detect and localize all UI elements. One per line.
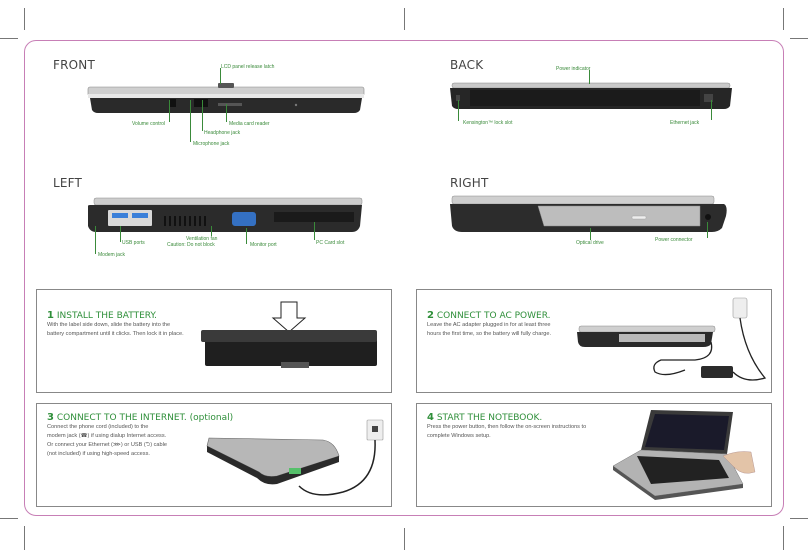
leader-line (220, 68, 221, 84)
page-frame (24, 40, 784, 516)
laptop-left-view (88, 197, 363, 232)
ventilation-caution-label: Caution: Do not block (167, 242, 215, 248)
crop-mark (404, 528, 405, 550)
crop-mark (404, 8, 405, 30)
battery-illustration (201, 301, 377, 368)
leader-line (120, 226, 121, 242)
step-4-text: Press the power button, then follow the … (427, 424, 587, 439)
crop-mark (0, 38, 18, 39)
step-3-title: 3 CONNECT TO THE INTERNET. (optional) (47, 412, 234, 423)
optical-drive-label: Optical drive (576, 240, 604, 246)
leader-line (707, 222, 708, 238)
pc-card-label: PC Card slot (316, 240, 345, 246)
step-1-box: 1 INSTALL THE BATTERY. With the label si… (36, 289, 392, 393)
leader-line (190, 100, 191, 142)
laptop-back-view (450, 82, 732, 109)
step-1-title: 1 INSTALL THE BATTERY. (47, 310, 157, 321)
headphone-label: Headphone jack (204, 130, 241, 136)
crop-mark (24, 526, 25, 550)
crop-mark (783, 8, 784, 30)
crop-mark (783, 526, 784, 550)
leader-line (589, 70, 590, 84)
leader-line (458, 100, 459, 121)
usb-ports-label: USB ports (122, 240, 145, 246)
lcd-latch-label: LCD panel release latch (221, 64, 275, 70)
step-4-box: 4 START THE NOTEBOOK. Press the power bu… (416, 403, 772, 507)
kensington-label: Kensington™ lock slot (463, 120, 513, 126)
internet-cable-illustration (206, 419, 384, 496)
modem-jack-label: Modem jack (98, 252, 125, 258)
leader-line (711, 100, 712, 120)
ethernet-label: Ethernet jack (670, 120, 700, 126)
crop-mark (24, 8, 25, 30)
power-indicator-label: Power indicator (556, 66, 591, 72)
right-heading: RIGHT (450, 176, 489, 190)
crop-mark (790, 38, 808, 39)
leader-line (211, 226, 212, 236)
leader-line (95, 226, 96, 254)
leader-line (169, 100, 170, 122)
leader-line (226, 104, 227, 122)
monitor-port-label: Monitor port (250, 242, 277, 248)
leader-line (590, 228, 591, 240)
step-3-box: 3 CONNECT TO THE INTERNET. (optional) Co… (36, 403, 392, 507)
leader-line (246, 228, 247, 244)
leader-line (314, 222, 315, 240)
microphone-label: Microphone jack (193, 141, 230, 147)
power-connector-label: Power connector (655, 237, 693, 243)
left-heading: LEFT (53, 176, 83, 190)
ac-adapter-illustration (577, 297, 767, 381)
front-heading: FRONT (53, 58, 95, 72)
back-heading: BACK (450, 58, 484, 72)
volume-label: Volume control (132, 121, 166, 127)
ventilation-label: Ventilation fan (186, 236, 218, 242)
step-2-title: 2 CONNECT TO AC POWER. (427, 310, 551, 321)
crop-mark (0, 518, 18, 519)
step-1-text: With the label side down, slide the batt… (47, 322, 184, 337)
step-2-text: Leave the AC adapter plugged in for at l… (427, 322, 552, 337)
crop-mark (790, 518, 808, 519)
step-4-title: 4 START THE NOTEBOOK. (427, 412, 543, 423)
leader-line (202, 100, 203, 131)
media-card-label: Media card reader (229, 121, 270, 127)
step-2-box: 2 CONNECT TO AC POWER. Leave the AC adap… (416, 289, 772, 393)
notebook-start-illustration (612, 410, 756, 500)
step-3-text: Connect the phone cord (included) to the… (47, 424, 168, 457)
laptop-right-view (450, 195, 727, 232)
